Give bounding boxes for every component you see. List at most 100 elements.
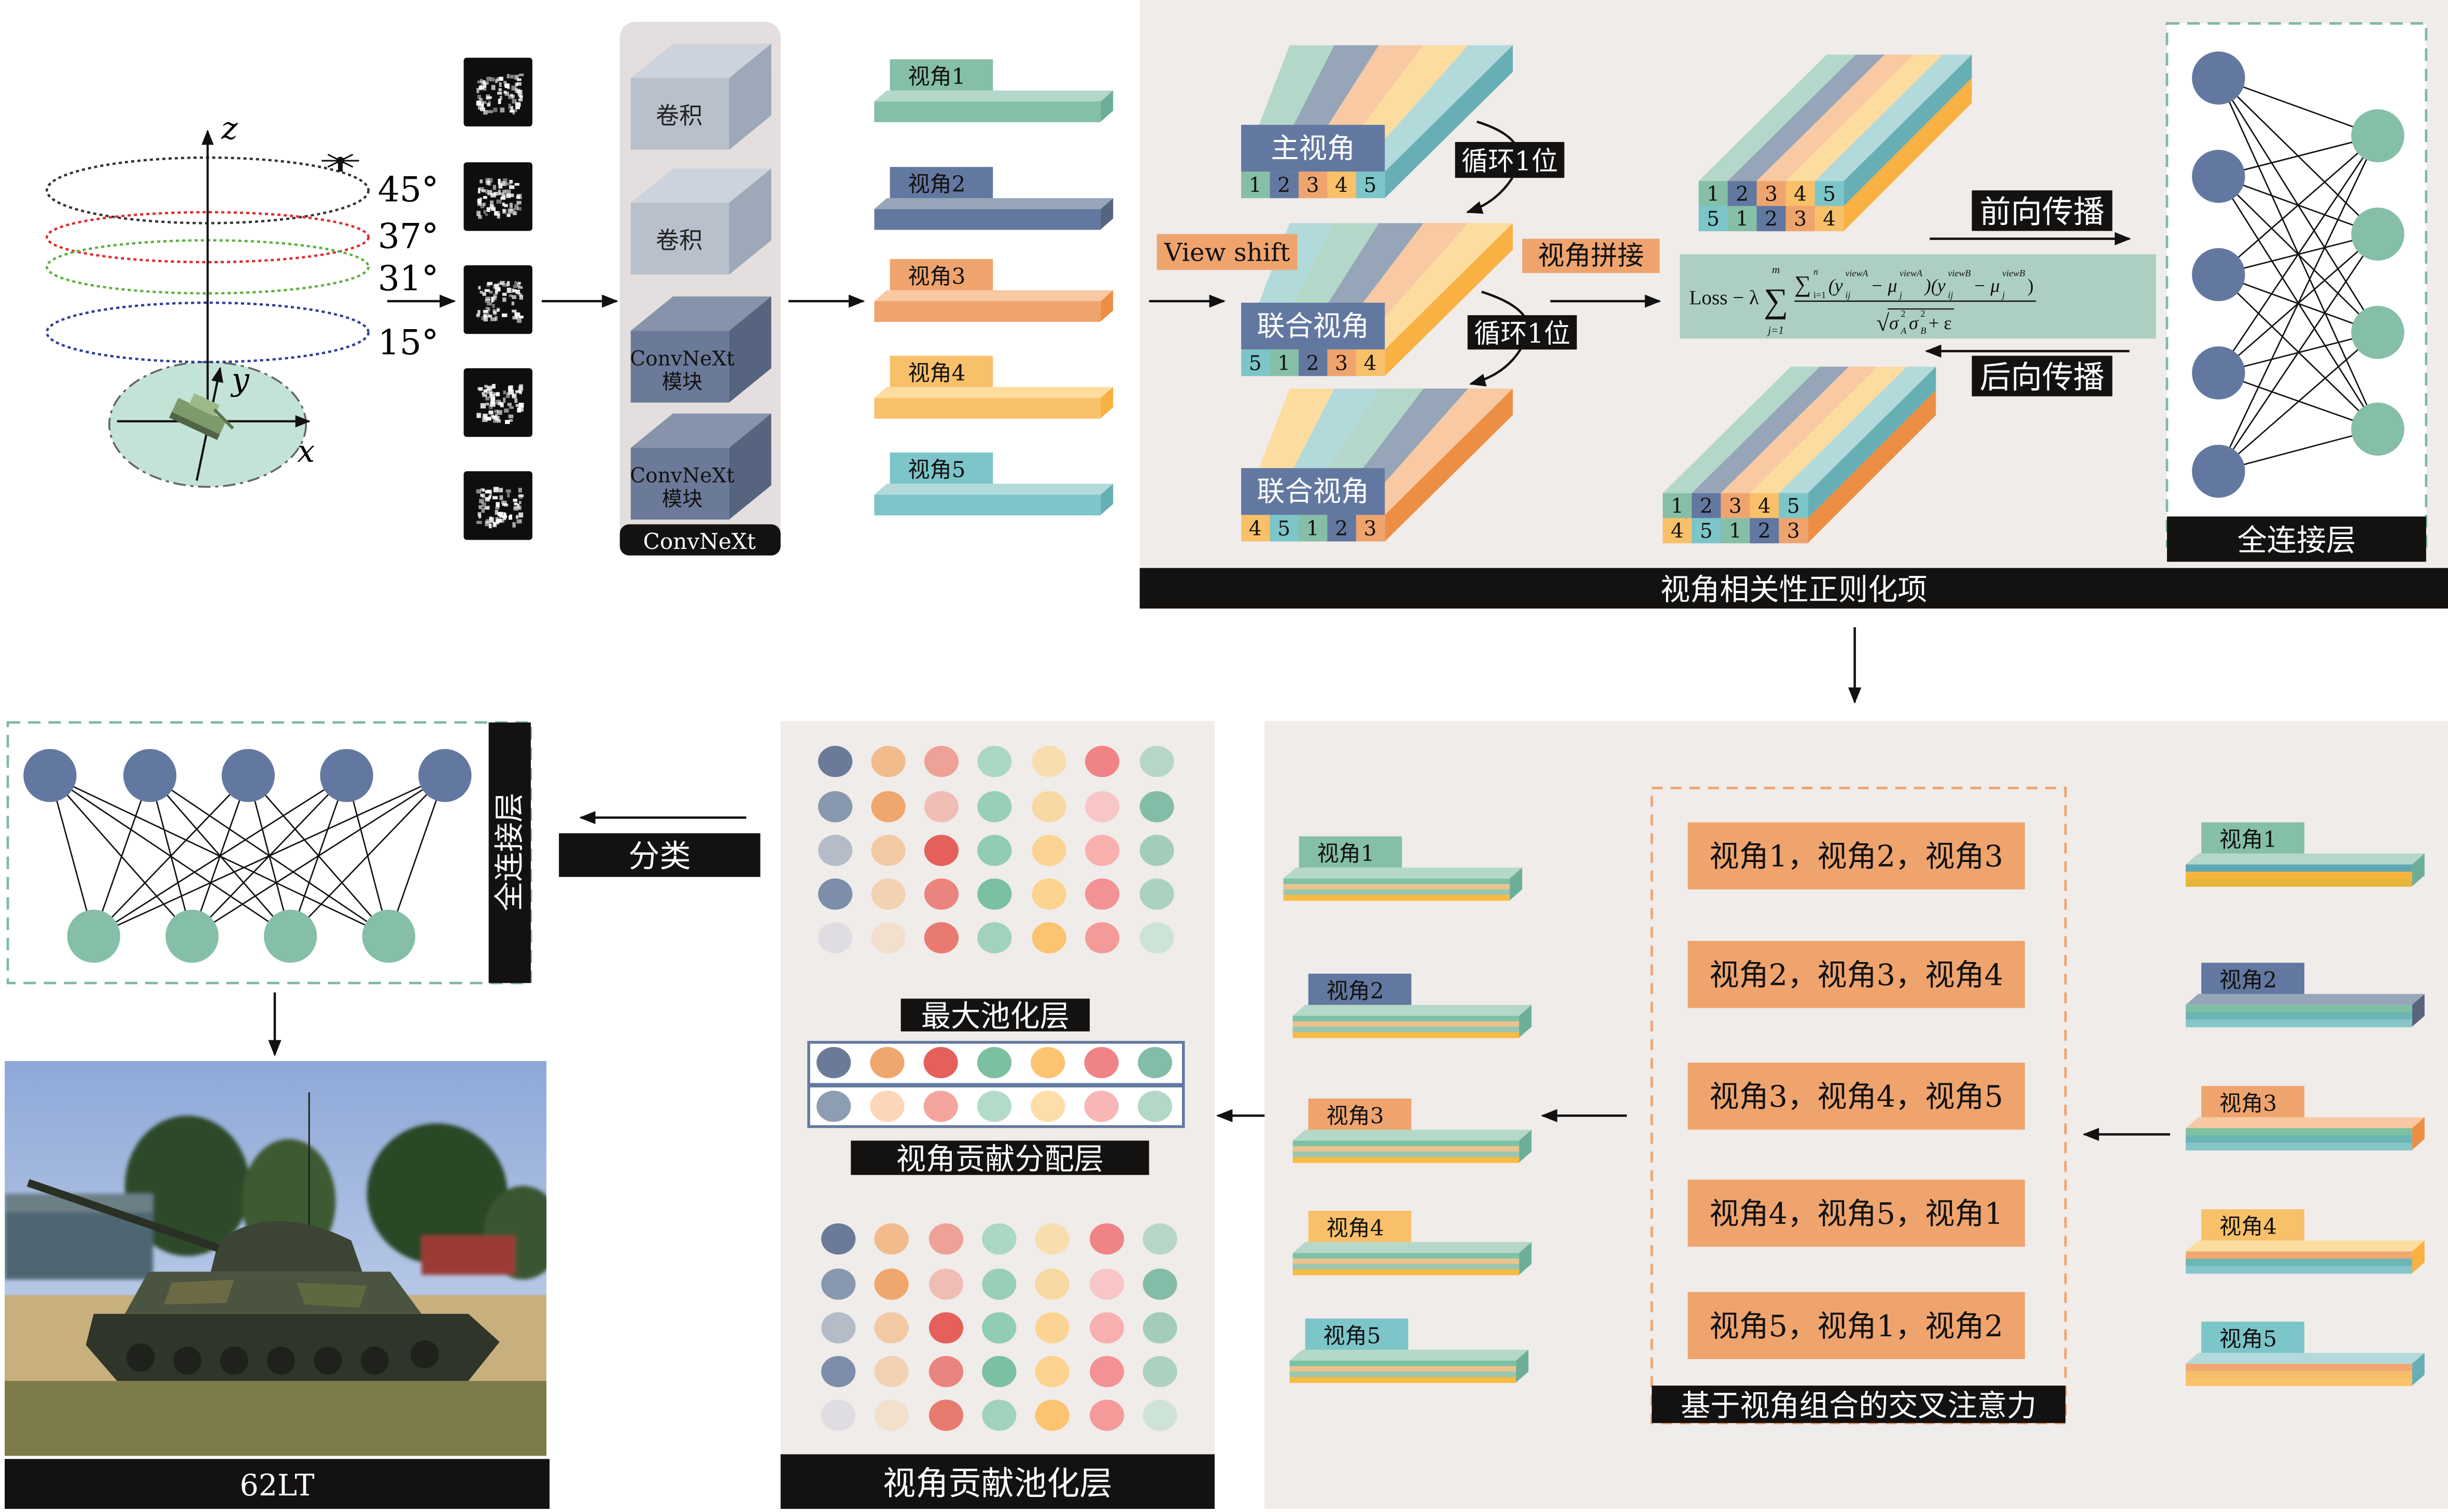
- view-concat-label: 视角拼接: [1522, 238, 1660, 273]
- view-label: 视角4: [1326, 1216, 1384, 1241]
- formula-term: σ: [1909, 313, 1919, 333]
- view-index-cell: [1298, 349, 1328, 376]
- angle-label-37: 37°: [378, 217, 439, 257]
- view-index: 5: [1277, 517, 1290, 541]
- shift-label-bg: [1467, 315, 1577, 350]
- shift-label-bg: [1455, 142, 1565, 178]
- view-index-cell: [1698, 206, 1728, 232]
- view-index: 3: [1363, 517, 1376, 541]
- feature-dot: [924, 791, 959, 823]
- pooled-feature-dot: [874, 1355, 909, 1388]
- allocation-label: 视角贡献分配层: [851, 1140, 1149, 1177]
- formula-term: ∑: [1794, 271, 1811, 297]
- attended-view-bar: 视角1: [1283, 836, 1523, 901]
- view-shift-text: View shift: [1164, 238, 1290, 267]
- view-index-cell: [1721, 518, 1750, 544]
- pooled-feature-dot: [928, 1355, 964, 1388]
- feature-dot: [1139, 835, 1174, 866]
- cross-attention-title-bg: [1652, 1386, 2066, 1423]
- feature-dot: [1032, 745, 1066, 778]
- view-label: 视角4: [908, 360, 965, 386]
- view-label: 视角5: [2219, 1326, 2277, 1351]
- formula-term: )(y: [1924, 275, 1946, 296]
- fc-label-text: 全连接层: [2237, 524, 2356, 558]
- feature-dot: [1032, 922, 1066, 954]
- connection: [2218, 135, 2379, 275]
- view-index: 4: [1335, 174, 1348, 197]
- pooled-feature-dot: [821, 1223, 856, 1255]
- result-label: 62LT: [5, 1459, 550, 1509]
- formula-term: n: [1813, 266, 1818, 277]
- view-stripe: [1356, 388, 1513, 515]
- view-combination-text: 视角2，视角3，视角4: [1709, 958, 2003, 992]
- conv-block-label: 卷积: [656, 227, 702, 254]
- feature-dot: [818, 835, 853, 866]
- view-combination: 视角3，视角4，视角5: [1687, 1063, 2025, 1130]
- view-label: 视角3: [1326, 1103, 1384, 1128]
- weight-dot: [1084, 1091, 1119, 1122]
- backward-propagation-label-bg: [1972, 356, 2113, 397]
- pooled-feature-dot: [874, 1312, 909, 1344]
- view-index: 5: [1707, 207, 1720, 231]
- fc-label: 全连接层: [2166, 516, 2426, 562]
- weight-dot: [870, 1091, 905, 1122]
- view-index-cell: [1750, 518, 1779, 544]
- feature-dot: [1085, 835, 1120, 866]
- drone-icon: [321, 153, 359, 172]
- formula-term: σ: [1889, 313, 1899, 333]
- input-neuron: [221, 748, 275, 802]
- output-neuron: [263, 910, 317, 963]
- weight-dot: [1031, 1091, 1065, 1122]
- view-index-cell: [1779, 493, 1808, 519]
- output-neuron: [2351, 306, 2404, 359]
- feature-dot: [1032, 835, 1066, 866]
- pooled-feature-dot: [1035, 1268, 1070, 1300]
- view-label: 视角3: [908, 263, 965, 289]
- view-stripe: [1814, 54, 1972, 181]
- view-feature-bar: 视角1: [874, 59, 1114, 122]
- classify-label-text: 分类: [628, 839, 691, 875]
- allocation-label-bg: [851, 1140, 1149, 1175]
- input-neuron: [2192, 51, 2245, 105]
- weight-dot: [817, 1091, 851, 1122]
- pooled-feature-dot: [1143, 1400, 1177, 1431]
- backward-propagation-label: 后向传播: [1972, 356, 2113, 397]
- input-view-bar: 视角3: [2186, 1086, 2425, 1151]
- formula-term: √: [1876, 310, 1889, 336]
- pooled-feature-dot: [1090, 1268, 1124, 1300]
- input-neuron: [23, 748, 77, 802]
- view-index: 3: [1787, 520, 1800, 543]
- formula-term: viewA: [1845, 268, 1868, 278]
- view-label: 视角1: [2219, 827, 2277, 852]
- pooled-feature-dot: [821, 1268, 856, 1300]
- view-stripe: [1727, 54, 1885, 181]
- view-index: 4: [1363, 352, 1376, 375]
- feature-dot: [871, 791, 906, 823]
- formula-term: ij: [1948, 290, 1953, 300]
- pooled-feature-dot: [982, 1400, 1017, 1431]
- feature-dot: [977, 835, 1012, 866]
- feature-dot: [871, 745, 906, 778]
- connection: [191, 774, 445, 937]
- tank-photo-icon: [26, 1092, 500, 1381]
- pooled-feature-dot: [1143, 1355, 1177, 1388]
- view-index-cell: [1270, 172, 1299, 199]
- combo-group-border: [1650, 786, 2067, 1424]
- connection: [2218, 233, 2379, 472]
- view-index: 5: [1823, 182, 1836, 206]
- cross-attention-title-text: 基于视角组合的交叉注意力: [1681, 1389, 2036, 1423]
- feature-dot: [1085, 922, 1120, 954]
- view-index: 3: [1765, 182, 1778, 206]
- pooled-feature-dot: [1143, 1223, 1177, 1255]
- view-combination-text: 视角3，视角4，视角5: [1709, 1080, 2003, 1114]
- view-index-cell: [1779, 518, 1808, 544]
- weight-dot: [977, 1091, 1012, 1122]
- connection: [290, 775, 446, 937]
- output-neuron: [67, 910, 120, 963]
- view-index-cell: [1241, 349, 1271, 376]
